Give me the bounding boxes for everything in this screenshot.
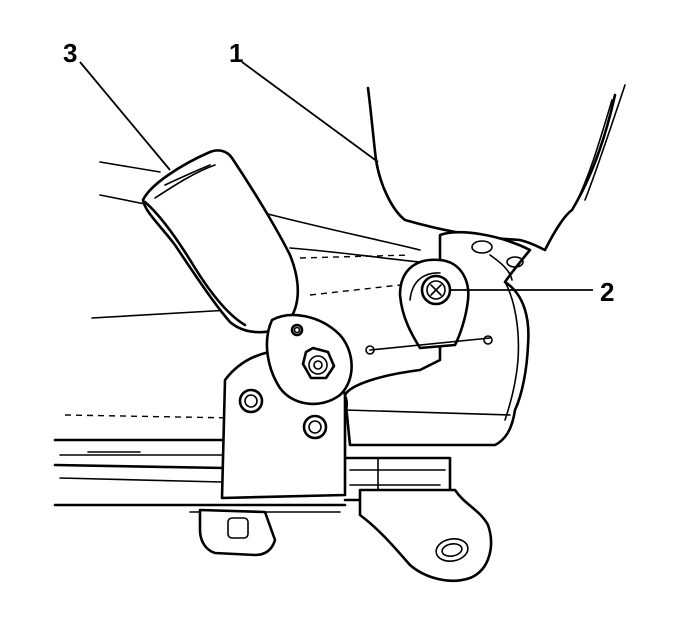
mounting-foot-right (358, 488, 493, 582)
seat-track-rail (53, 414, 452, 513)
buckle-anchor-bolt (301, 346, 336, 380)
seat-cushion (366, 84, 626, 252)
leader-line-3 (79, 61, 171, 171)
seat-adjuster-housing (343, 231, 532, 447)
seat-cushion-outline (91, 161, 421, 319)
mounting-foot-left (198, 508, 277, 557)
pivot-bolt (420, 274, 452, 306)
callout-label-1: 1 (229, 38, 243, 68)
callout-label-3: 3 (63, 38, 77, 68)
callout-label-2: 2 (600, 277, 614, 307)
leader-line-1 (241, 61, 379, 163)
